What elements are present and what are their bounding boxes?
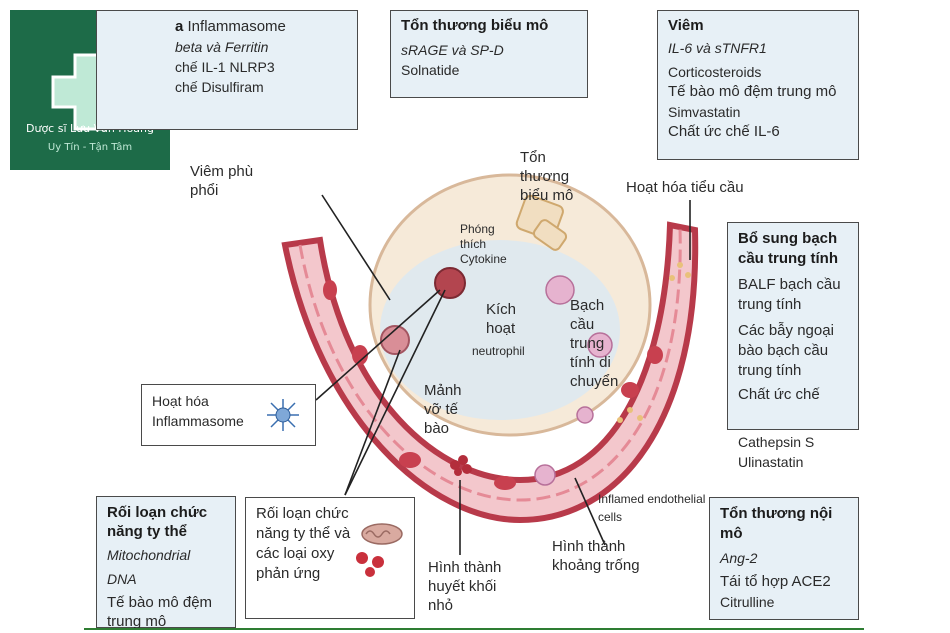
box-inflammation-line-3: Tế bào mô đệm trung mô — [668, 83, 837, 100]
neutrophil-extra-1: Cathepsin S — [738, 434, 815, 450]
label-activate: Kích hoạt — [486, 301, 517, 337]
box-epithelial-line-1: sRAGE và SP-D — [401, 42, 504, 58]
box-inflammasome: a Inflammasome beta và Ferritin chế IL-1… — [96, 10, 358, 130]
box-inflammation: Viêm IL-6 và sTNFR1 Corticosteroids Tế b… — [657, 10, 859, 160]
box-epithelial-injury: Tổn thương biểu mô sRAGE và SP-D Solnati… — [390, 10, 588, 98]
blood-vessel — [281, 221, 699, 524]
box-neutrophil-title: Bổ sung bạch cầu trung tính — [738, 230, 838, 267]
box-epithelial-line-2: Solnatide — [401, 62, 460, 78]
epithelial-cells — [515, 194, 568, 251]
label-cell-debris: Mảnh vỡ tế bào — [424, 382, 462, 437]
box-endothelial-line-1: Ang-2 — [720, 550, 758, 566]
box-inflammasome-line-1: beta và Ferritin — [175, 39, 269, 55]
mitochondria-icon — [356, 523, 403, 577]
box-mito-ros: Rối loạn chức năng ty thể và các loại ox… — [245, 497, 415, 619]
box-mito-line-1: Mitochondrial — [107, 547, 191, 563]
box-inflammasome-line-3: chế Disulfiram — [175, 79, 264, 95]
neutrophils — [534, 275, 613, 486]
box-inflammation-line-2: Corticosteroids — [668, 64, 762, 80]
box-inflammation-line-4: Simvastatin — [668, 104, 741, 120]
box-inflammation-line-5: Chất ức chế IL-6 — [668, 123, 780, 140]
box-neutrophil-line-1: BALF bạch cầu trung tính — [738, 276, 841, 313]
logo-slogan: Uy Tín - Tận Tâm — [47, 142, 133, 153]
label-cytokine-release: Phóng thích Cytokine — [460, 222, 507, 266]
box-endothelial-line-3: Citrulline — [720, 594, 775, 610]
label-edema: Viêm phù phổi — [190, 163, 254, 199]
label-neutrophil-migrating: Bạch cầu trung tính di chuyển — [570, 297, 619, 390]
neutrophil-extra-2: Ulinastatin — [738, 454, 804, 470]
vessel-inner-wall — [298, 227, 682, 502]
connector-lines — [315, 194, 691, 555]
box-inflammasome-title-rest: Inflammasome — [183, 18, 286, 35]
inflammasome-activation-label: Hoạt hóa Inflammasome — [152, 393, 244, 429]
label-epithelial-injury: Tổn thương biểu mô — [520, 149, 574, 204]
box-inflammasome-title: a — [175, 18, 184, 35]
box-inflammasome-line-2: chế IL-1 NLRP3 — [175, 59, 275, 75]
box-neutrophil-line-3: Chất ức chế — [738, 386, 820, 403]
platelets — [617, 262, 691, 423]
box-inflammasome-activation: Hoạt hóa Inflammasome — [141, 384, 316, 446]
box-inflammation-title: Viêm — [668, 17, 704, 34]
mito-ros-label: Rối loạn chức năng ty thể và các loại ox… — [256, 505, 351, 582]
label-gap-formation: Hình thành khoảng trống — [552, 538, 640, 574]
label-platelet-activation: Hoạt hóa tiểu cầu — [626, 179, 744, 196]
label-neutrophil-word: neutrophil — [472, 344, 525, 358]
box-neutrophil: Bổ sung bạch cầu trung tính BALF bạch cầ… — [727, 222, 859, 430]
box-endothelial-line-2: Tái tổ hợp ACE2 — [720, 573, 831, 590]
microthrombus — [450, 455, 472, 476]
box-endothelial-title: Tổn thương nội mô — [720, 505, 833, 542]
inflammasome-icon — [267, 399, 299, 431]
macrophage-cell — [434, 267, 466, 299]
damaged-cell — [380, 325, 410, 355]
bottom-divider — [84, 628, 864, 630]
box-epithelial-title: Tổn thương biểu mô — [401, 17, 549, 34]
box-endothelial-injury: Tổn thương nội mô Ang-2 Tái tổ hợp ACE2 … — [709, 497, 859, 620]
box-mito-title: Rối loạn chức năng ty thể — [107, 504, 208, 540]
box-neutrophil-line-2: Các bẫy ngoại bào bạch cầu trung tính — [738, 322, 834, 379]
box-mito-line-3: Tế bào mô đệm trung mô — [107, 594, 213, 630]
label-inflamed-endothelial: Inflamed endothelial cells — [598, 492, 706, 524]
box-mito-line-2: DNA — [107, 571, 137, 587]
label-microthrombi: Hình thành huyết khối nhỏ — [428, 559, 502, 614]
box-mito-dysfunction: Rối loạn chức năng ty thể Mitochondrial … — [96, 496, 236, 630]
red-blood-cells — [323, 280, 663, 490]
box-inflammation-line-1: IL-6 và sTNFR1 — [668, 40, 767, 56]
